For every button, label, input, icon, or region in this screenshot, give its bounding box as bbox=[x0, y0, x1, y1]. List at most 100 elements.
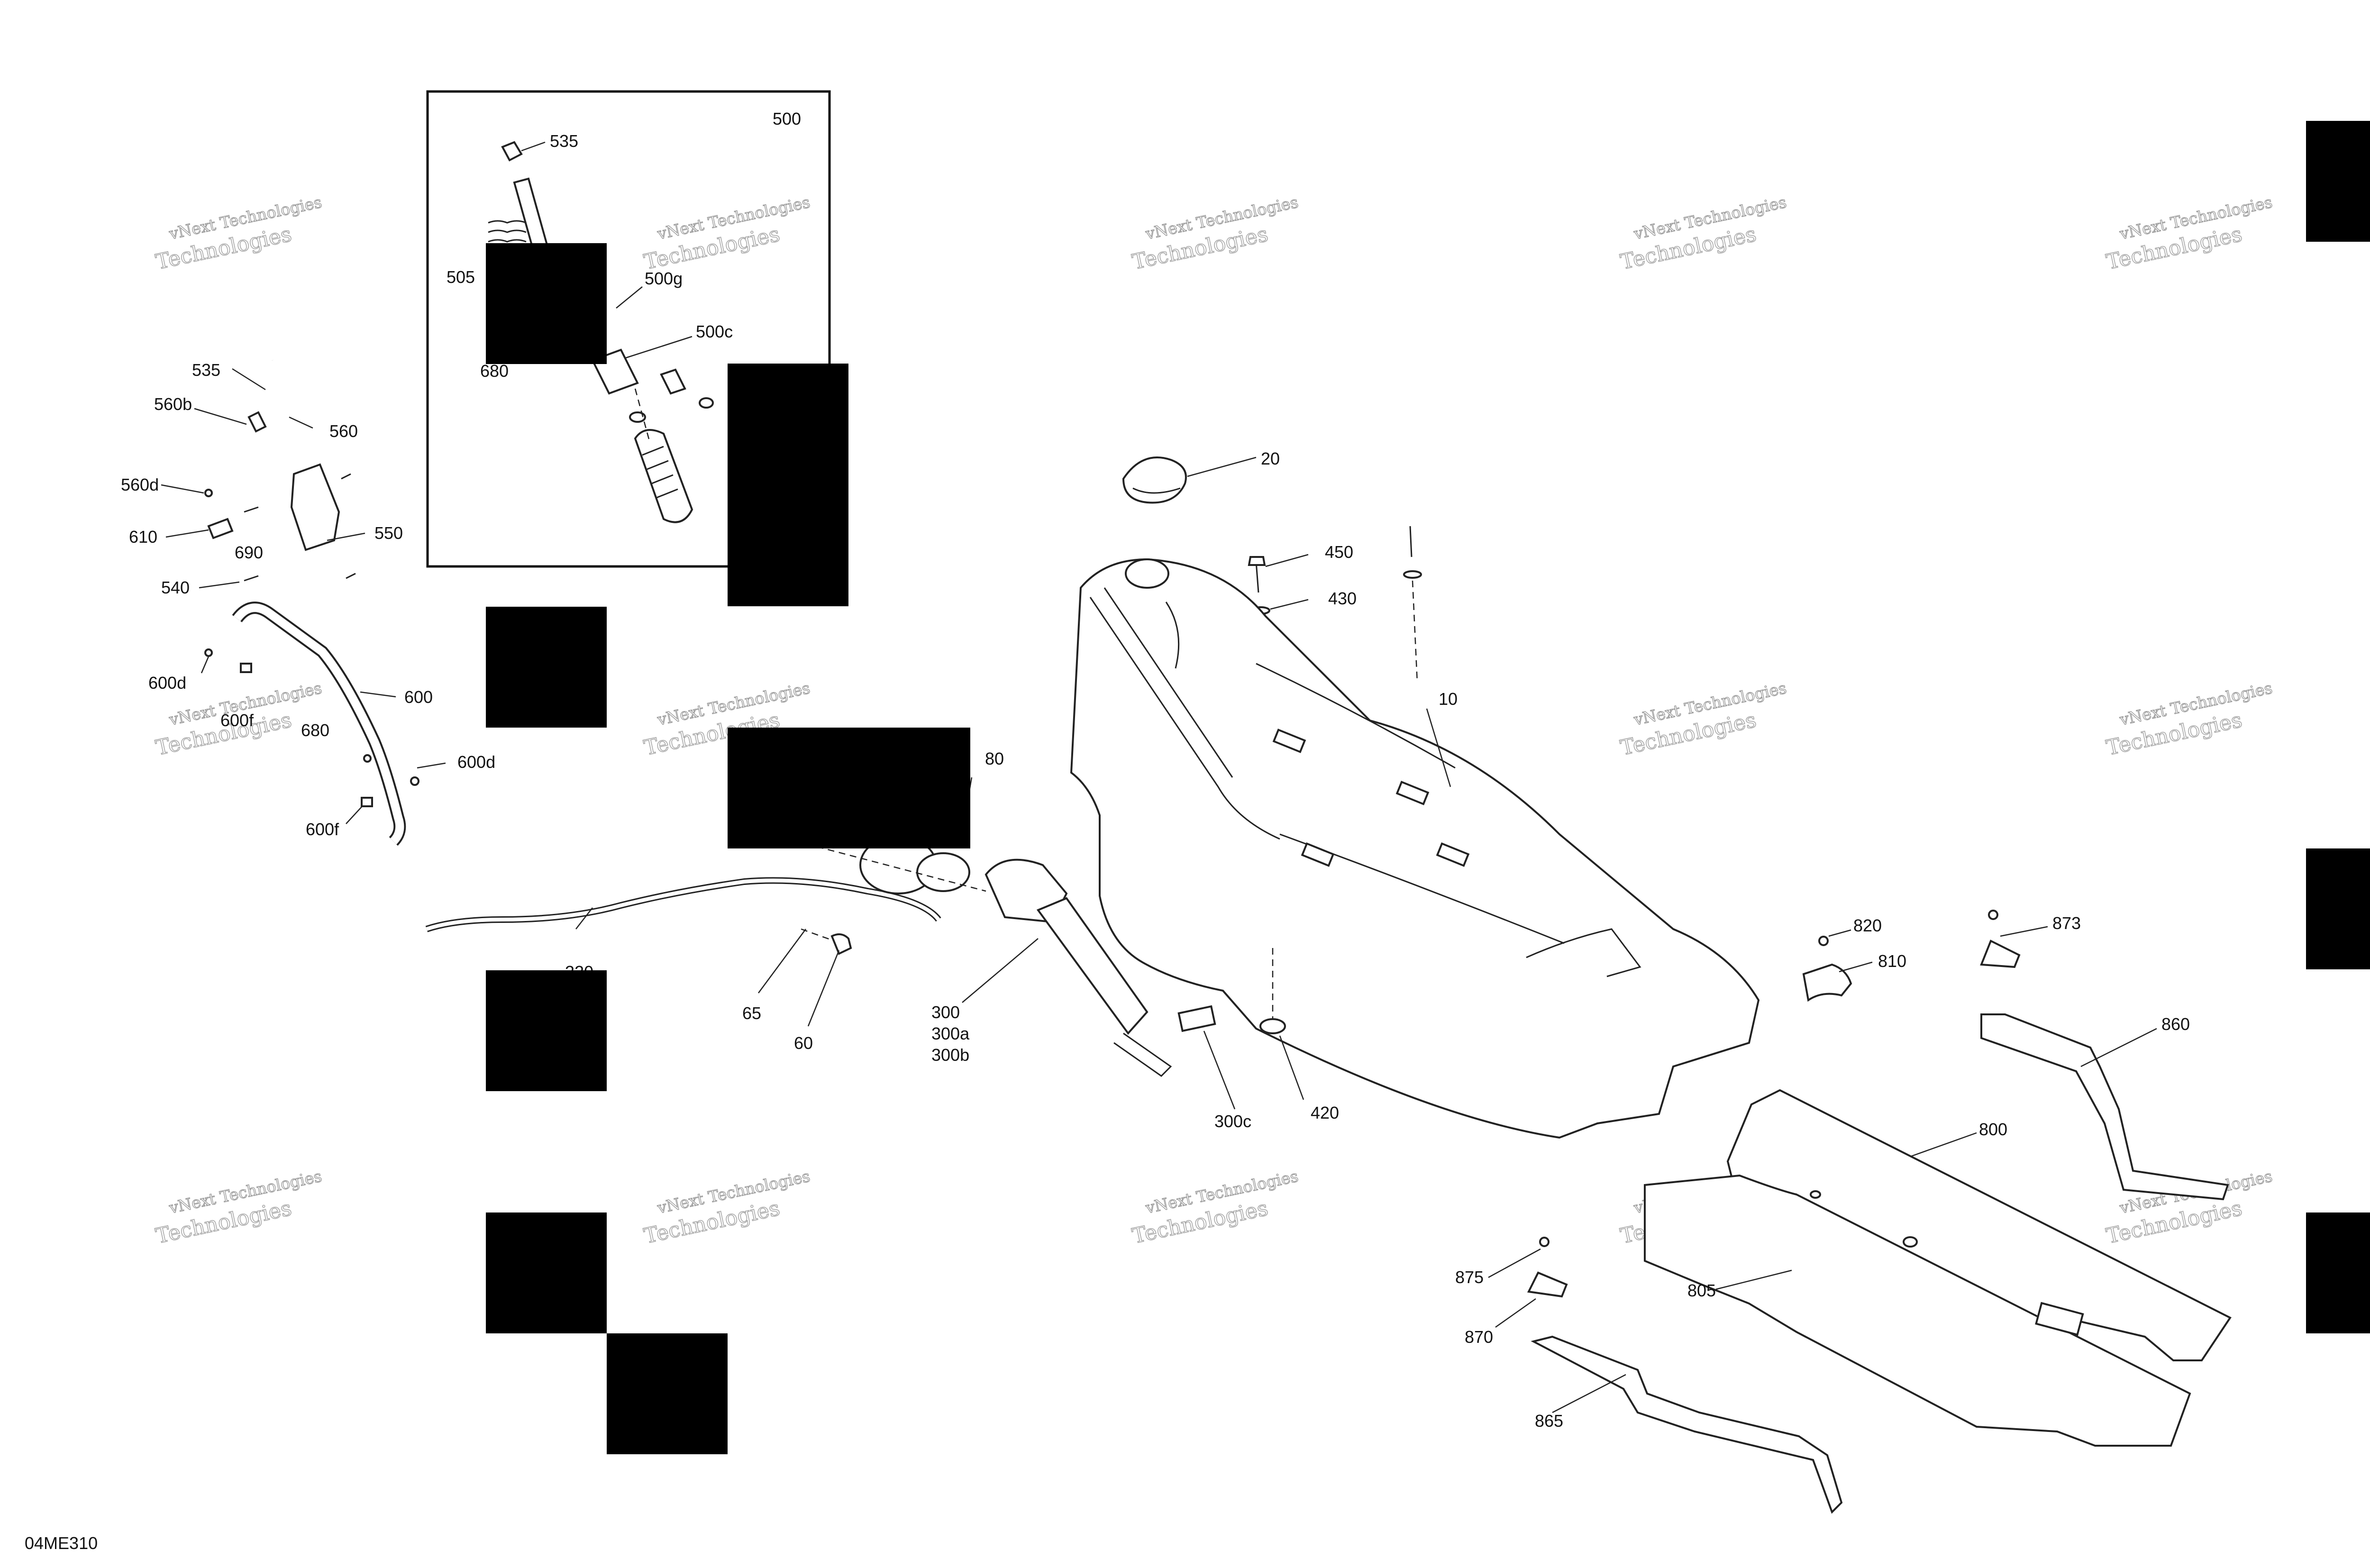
redaction-block bbox=[2306, 848, 2370, 969]
tank-edge bbox=[1103, 587, 1233, 778]
tank-recess bbox=[1526, 928, 1641, 977]
leader bbox=[1426, 708, 1451, 787]
o-ring bbox=[699, 397, 714, 409]
callout: 870 bbox=[1465, 1327, 1493, 1347]
callout: 535 bbox=[192, 360, 220, 380]
leader bbox=[757, 929, 807, 994]
callout: 820 bbox=[1853, 916, 1882, 935]
callout: 560 bbox=[329, 421, 358, 441]
fuel-tank-group: 20 450 430 10 420 bbox=[1070, 449, 1760, 1139]
callout: 875 bbox=[1455, 1267, 1484, 1287]
bracket-865 bbox=[1531, 1335, 1843, 1514]
bolt-690 bbox=[244, 506, 259, 513]
fuel-line-80 bbox=[426, 878, 940, 931]
redaction-block bbox=[486, 243, 607, 364]
leader bbox=[199, 581, 240, 589]
callout: 865 bbox=[1535, 1411, 1563, 1431]
callout: 560d bbox=[121, 475, 159, 494]
watermark: vNext Technologies Technologies bbox=[641, 1167, 812, 1249]
leader bbox=[232, 368, 266, 391]
inset-fastener bbox=[501, 141, 523, 162]
watermark: vNext Technologies Technologies bbox=[1130, 192, 1300, 275]
callout: 600 bbox=[404, 687, 433, 707]
connector-60 bbox=[830, 933, 852, 955]
leader bbox=[1828, 929, 1851, 937]
callout: 873 bbox=[2052, 913, 2081, 933]
callout: 805 bbox=[1687, 1281, 1716, 1300]
watermark: vNext Technologies Technologies bbox=[2104, 192, 2274, 275]
hose-ribs bbox=[642, 446, 678, 499]
filter-300c bbox=[1177, 1005, 1216, 1032]
bolt-450 bbox=[1255, 561, 1259, 593]
callout: 420 bbox=[1311, 1103, 1339, 1122]
filler-neck bbox=[1125, 558, 1169, 589]
callout: 560b bbox=[154, 394, 192, 414]
watermark: vNext Technologies Technologies bbox=[1618, 678, 1788, 761]
bracket-610 bbox=[207, 518, 234, 539]
shield-hole bbox=[1810, 1190, 1821, 1199]
leader bbox=[625, 336, 693, 359]
mount-tab bbox=[1301, 842, 1335, 867]
watermark: vNext Technologies Technologies bbox=[1618, 192, 1788, 275]
leader bbox=[1488, 1248, 1541, 1278]
hose-560 bbox=[234, 342, 298, 436]
callout: 810 bbox=[1878, 951, 1906, 971]
callout: 300c bbox=[1214, 1112, 1251, 1131]
mount-tab bbox=[1436, 842, 1470, 867]
leader bbox=[289, 416, 313, 429]
bolt-head-450 bbox=[1248, 556, 1266, 566]
leader bbox=[417, 762, 446, 769]
pump-body-300 bbox=[1036, 897, 1149, 1035]
leader bbox=[1910, 1132, 1977, 1158]
screw-873 bbox=[1988, 910, 1998, 920]
callout: 505 bbox=[447, 267, 475, 287]
callout: 600f bbox=[220, 711, 254, 730]
filler-neck-shadow bbox=[1165, 602, 1180, 669]
redaction-block bbox=[607, 1333, 728, 1454]
callout: 550 bbox=[374, 523, 403, 543]
callout: 610 bbox=[129, 527, 157, 547]
inset-title: 500 bbox=[773, 109, 801, 128]
watermark: vNext Technologies Technologies bbox=[153, 192, 324, 275]
leader bbox=[1270, 599, 1309, 610]
leader bbox=[346, 805, 363, 824]
redaction-block bbox=[2306, 121, 2370, 242]
callout: 450 bbox=[1325, 542, 1353, 562]
fuel-line-80-outline bbox=[425, 877, 941, 932]
hose-600 bbox=[233, 603, 404, 845]
callout: 600f bbox=[306, 820, 339, 839]
callout: 680 bbox=[301, 720, 329, 740]
redaction-block bbox=[2306, 1212, 2370, 1333]
leader bbox=[2000, 926, 2048, 937]
watermark: vNext Technologies Technologies bbox=[2104, 678, 2274, 761]
leader bbox=[165, 529, 209, 538]
leader bbox=[1552, 1374, 1626, 1413]
watermark: vNext Technologies Technologies bbox=[641, 192, 812, 275]
dashed-axis bbox=[634, 388, 650, 441]
washer-right bbox=[1403, 570, 1422, 579]
clip-873 bbox=[1980, 939, 2021, 968]
clamp-560b bbox=[247, 411, 267, 433]
callout: 80 bbox=[985, 749, 1004, 768]
clamp-600f bbox=[240, 663, 252, 673]
redaction-block bbox=[486, 970, 607, 1091]
clamp-600f-bottom bbox=[361, 797, 373, 807]
dashed-axis bbox=[801, 928, 835, 942]
leader bbox=[1495, 1298, 1536, 1328]
pump-pickup bbox=[1113, 1032, 1172, 1077]
redaction-blocks bbox=[486, 121, 2370, 1454]
leader bbox=[327, 532, 365, 541]
bolt-right bbox=[1409, 526, 1413, 557]
leader bbox=[161, 484, 204, 494]
shield-hole bbox=[1903, 1236, 1918, 1248]
cap-rim bbox=[1132, 487, 1181, 494]
clip-810 bbox=[1802, 963, 1852, 1002]
screw-600d bbox=[204, 648, 213, 657]
screw-820 bbox=[1818, 936, 1829, 946]
drawing-id: 04ME310 bbox=[25, 1533, 98, 1553]
callout: 540 bbox=[161, 578, 190, 597]
bolt-540 bbox=[244, 575, 259, 582]
leader bbox=[807, 950, 840, 1027]
callout: 860 bbox=[2161, 1014, 2190, 1034]
fitting-680 bbox=[363, 754, 372, 763]
